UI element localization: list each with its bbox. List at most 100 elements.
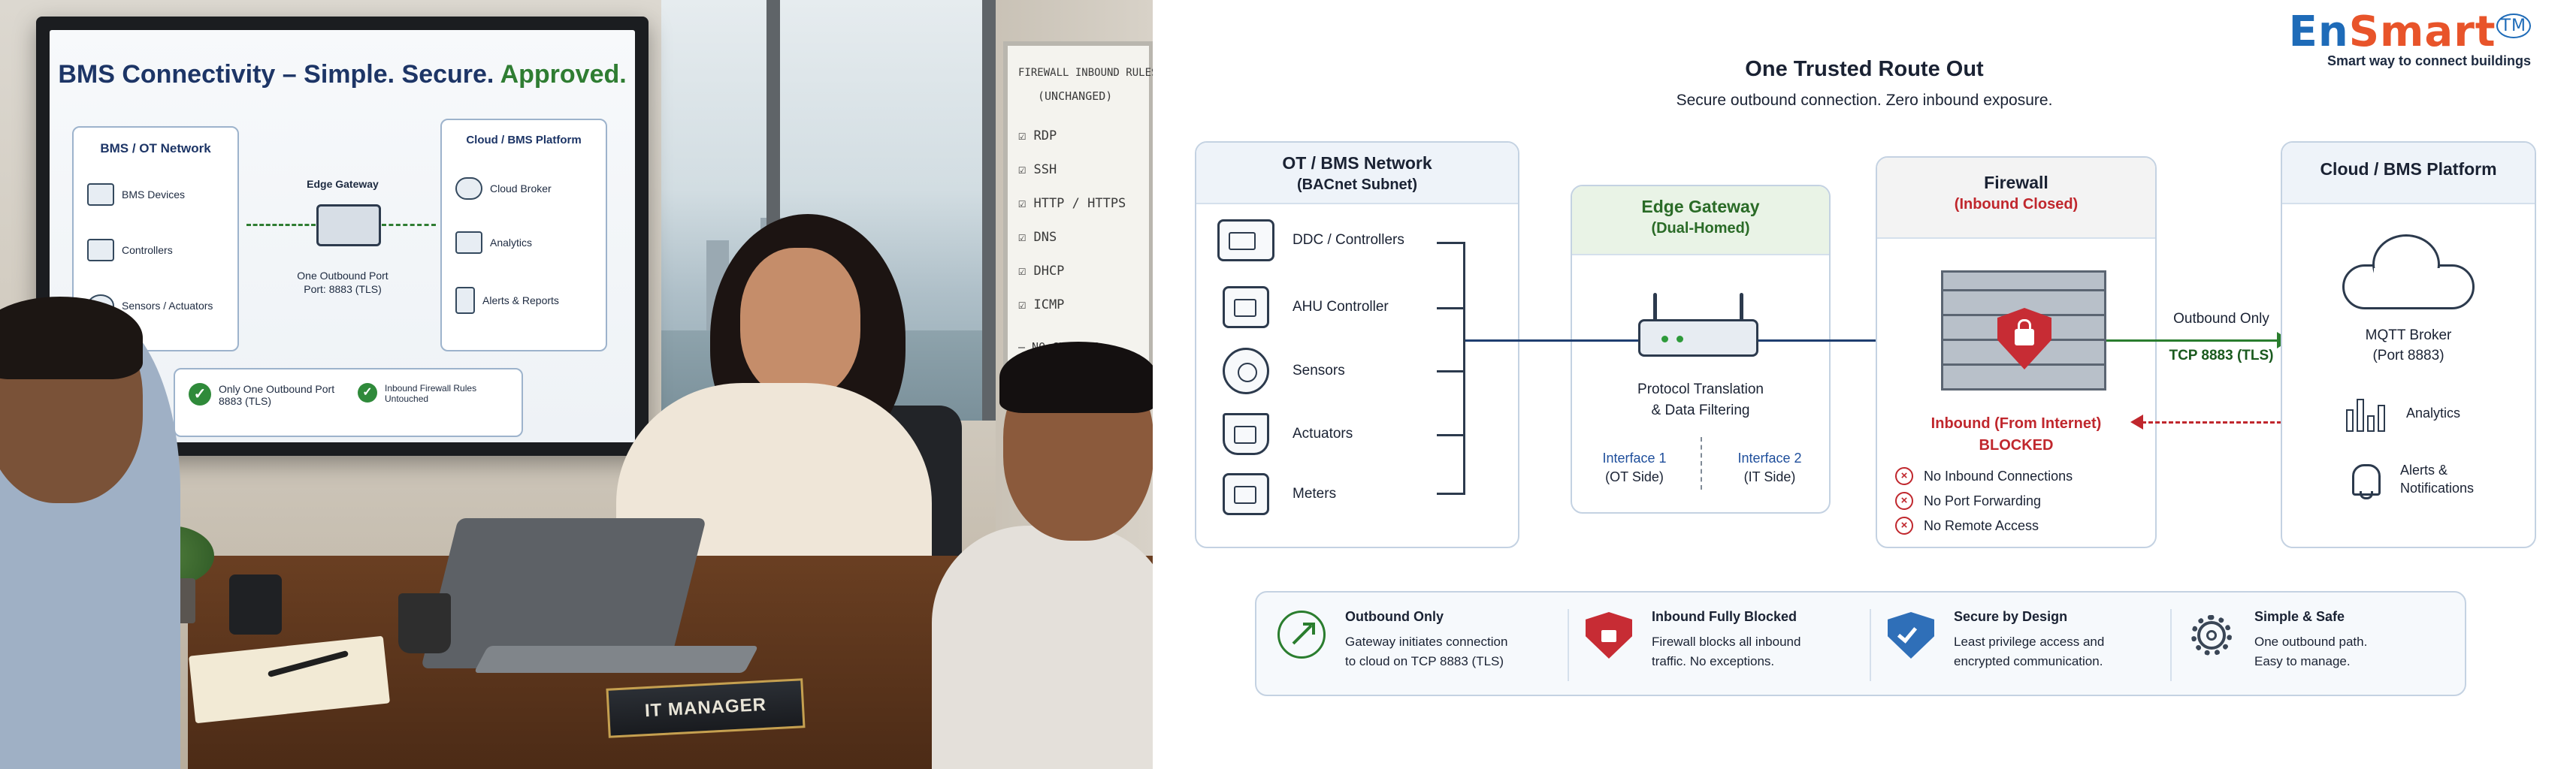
tv-summary-box: [174, 368, 523, 437]
ot-bus-tap: [1437, 493, 1465, 495]
ot-item-actuators: Actuators: [1217, 413, 1353, 455]
whiteboard-item: ☑ DNS: [1018, 230, 1057, 245]
tv-link-right: [382, 224, 436, 226]
presenter-face: [740, 248, 860, 398]
diagram-subtitle: Secure outbound connection. Zero inbound…: [1676, 92, 2053, 109]
whiteboard: FIREWALL INBOUND RULES (UNCHANGED) ☑ RDP…: [1003, 41, 1153, 387]
chart-icon: [455, 231, 482, 254]
whiteboard-item: ☑ SSH: [1018, 162, 1057, 177]
router-icon: [316, 204, 381, 246]
blocked-icon: ×: [1895, 492, 1913, 510]
firewall-rule: ×No Inbound Connections: [1895, 467, 2073, 485]
padlock-icon: [1583, 609, 1635, 662]
interface-divider: [1701, 437, 1702, 490]
whiteboard-item: ☑ HTTP / HTTPS: [1018, 196, 1126, 211]
ot-heading: OT / BMS Network: [1282, 153, 1432, 173]
inbound-arrowhead: [2130, 415, 2143, 430]
outbound-link: [2106, 339, 2279, 342]
blocked-icon: ×: [1895, 517, 1913, 535]
cloud-item-alerts: Alerts &Notifications: [2345, 460, 2474, 499]
whiteboard-item: ☑ DHCP: [1018, 264, 1065, 279]
inbound-blocked-label: Inbound (From Internet)BLOCKED: [1930, 415, 2102, 454]
controller-icon: [1217, 219, 1274, 261]
feature-outbound-only: Outbound Only Gateway initiates connecti…: [1276, 609, 1507, 671]
gateway-heading: Edge Gateway: [1641, 197, 1760, 216]
ot-item-ahu: AHU Controller: [1217, 286, 1389, 328]
tv-cloud-heading: Cloud / BMS Platform: [466, 134, 582, 146]
cloud-heading: Cloud / BMS Platform: [2320, 159, 2497, 179]
coffee-mug: [398, 593, 451, 653]
feature-separator: [2170, 609, 2172, 681]
valve-icon: [1223, 413, 1269, 455]
phone-icon: [455, 287, 475, 314]
feature-simple-safe: Simple & Safe One outbound path.Easy to …: [2185, 609, 2367, 671]
attendee-right-body: [932, 526, 1153, 769]
outbound-port-label: TCP 8883 (TLS): [2169, 348, 2274, 363]
cloud-icon: [455, 177, 482, 200]
blocked-icon: ×: [1895, 467, 1913, 485]
ot-item-meters: Meters: [1217, 473, 1336, 515]
check-icon: ✓: [189, 383, 211, 406]
feature-separator: [1568, 609, 1569, 681]
wall-tv: BMS Connectivity – Simple. Secure. Appro…: [36, 17, 649, 456]
ot-bus-tap: [1437, 242, 1465, 244]
tv-cloud-item: Cloud Broker: [455, 177, 552, 200]
ot-item-sensors: Sensors: [1217, 348, 1345, 394]
attendee-right-hair: [999, 342, 1153, 413]
bell-icon: [2345, 460, 2384, 499]
brick-wall-icon: [1941, 270, 2106, 391]
gear-icon: [2185, 609, 2238, 662]
feature-inbound-blocked: Inbound Fully Blocked Firewall blocks al…: [1583, 609, 1800, 671]
gateway-description: Protocol Translation& Data Filtering: [1637, 381, 1764, 418]
laptop-base: [473, 646, 759, 673]
thermometer-icon: [1223, 348, 1269, 394]
feature-separator: [1870, 609, 1871, 681]
building-icon: [87, 183, 114, 206]
check-shield-icon: [1885, 609, 1937, 662]
ot-bus: [1463, 242, 1465, 494]
mqtt-broker-label: MQTT Broker(Port 8883): [2365, 327, 2452, 363]
meter-icon: [1223, 473, 1269, 515]
interface-2-label: Interface 2(IT Side): [1737, 451, 1802, 485]
cloud-item-analytics: Analytics: [2345, 394, 2460, 432]
whiteboard-item: ☑ ICMP: [1018, 297, 1065, 312]
tv-slide-title: BMS Connectivity – Simple. Secure. Appro…: [58, 60, 627, 89]
outbound-label: Outbound Only: [2173, 311, 2269, 327]
gateway-subheading: (Dual-Homed): [1651, 220, 1750, 237]
outbound-arrow-icon: [1276, 609, 1329, 662]
check-icon: ✓: [358, 383, 377, 403]
ot-bus-tap: [1437, 370, 1465, 372]
cloud-icon: [2342, 234, 2475, 309]
ot-bus-tap: [1437, 307, 1465, 309]
lock-icon: [2015, 319, 2034, 345]
gateway-to-firewall-link: [1758, 339, 1941, 342]
inbound-blocked-link: [2142, 421, 2281, 424]
antenna-left: [1653, 293, 1657, 323]
nameplate: IT MANAGER: [606, 678, 806, 738]
feature-secure-by-design: Secure by Design Least privilege access …: [1885, 609, 2104, 671]
controller-icon: [87, 239, 114, 261]
antenna-right: [1740, 293, 1743, 323]
whiteboard-item: ☑ RDP: [1018, 128, 1057, 143]
firewall-subheading: (Inbound Closed): [1954, 196, 2079, 213]
tv-ot-item: BMS Devices: [87, 183, 185, 206]
logo-tagline: Smart way to connect buildings: [2327, 53, 2531, 68]
tv-ot-heading: BMS / OT Network: [100, 141, 211, 155]
firewall-rule: ×No Port Forwarding: [1895, 492, 2041, 510]
ot-to-gateway-link: [1465, 339, 1638, 342]
attendee-left-hair: [0, 297, 143, 379]
tv-ot-item: Controllers: [87, 239, 173, 261]
firewall-rule: ×No Remote Access: [1895, 517, 2039, 535]
tv-gateway-label: Edge Gateway: [307, 178, 379, 190]
ot-subheading: (BACnet Subnet): [1297, 176, 1417, 193]
ot-bus-tap: [1437, 434, 1465, 436]
feature-summary-bar: Outbound Only Gateway initiates connecti…: [1255, 591, 2466, 696]
desk-phone: [229, 574, 282, 635]
meeting-photo: BMS Connectivity – Simple. Secure. Appro…: [0, 0, 1153, 769]
router-icon: [1638, 319, 1758, 357]
tv-cloud-item: Alerts & Reports: [455, 287, 591, 314]
